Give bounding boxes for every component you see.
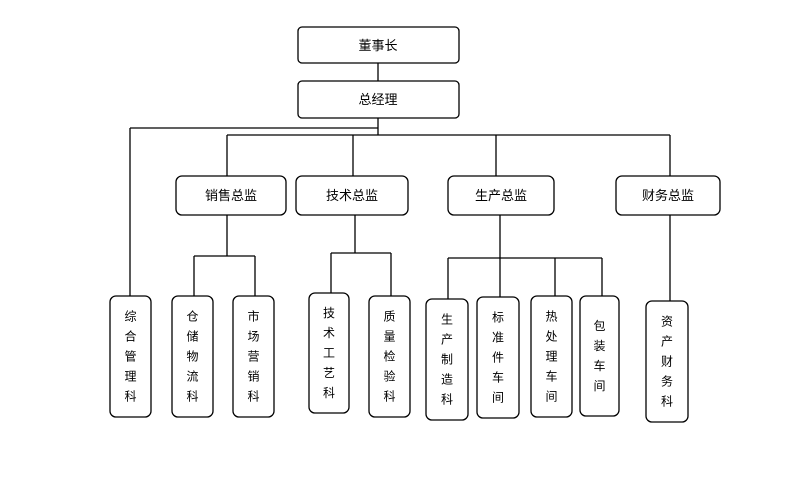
director-label: 技术总监	[326, 189, 378, 204]
department-box: 质量检验科	[368, 295, 411, 418]
department-label: 生产制造科	[441, 313, 453, 407]
department-label: 仓储物流科	[186, 310, 198, 404]
department-box: 市场营销科	[232, 295, 275, 418]
department-label: 包装车间	[593, 319, 605, 393]
department-box: 资产财务科	[645, 300, 689, 423]
general-manager-box: 总经理	[297, 80, 460, 119]
department-label: 热处理车间	[545, 310, 557, 404]
department-box: 技术工艺科	[308, 292, 350, 414]
chairman-label: 董事长	[358, 39, 397, 54]
director-box-sales: 销售总监	[175, 175, 287, 216]
department-box: 包装车间	[579, 295, 620, 417]
chairman-box: 董事长	[297, 26, 460, 64]
department-box: 热处理车间	[530, 295, 573, 418]
director-box-technology: 技术总监	[295, 175, 409, 216]
department-label: 市场营销科	[247, 309, 259, 404]
director-box-production: 生产总监	[447, 175, 555, 216]
department-box: 综合管理科	[109, 295, 152, 418]
director-label: 销售总监	[205, 188, 257, 204]
department-boxes: 综合管理科 仓储物流科 市场营销科 技术工艺科 质量检验科 生产制造科 标准件车间 热处理车间…	[109, 292, 689, 423]
department-box: 生产制造科	[425, 298, 469, 421]
director-box-finance: 财务总监	[615, 175, 721, 216]
department-label: 综合管理科	[124, 310, 136, 404]
director-label: 生产总监	[475, 189, 527, 204]
department-label: 技术工艺科	[323, 306, 335, 400]
general-manager-label: 总经理	[358, 93, 397, 108]
department-box: 仓储物流科	[171, 295, 214, 418]
department-label: 标准件车间	[492, 311, 504, 405]
connector-lines	[129, 63, 671, 301]
department-label: 质量检验科	[383, 310, 395, 404]
department-label: 资产财务科	[661, 315, 673, 409]
department-box: 标准件车间	[476, 296, 520, 419]
director-label: 财务总监	[642, 188, 694, 204]
